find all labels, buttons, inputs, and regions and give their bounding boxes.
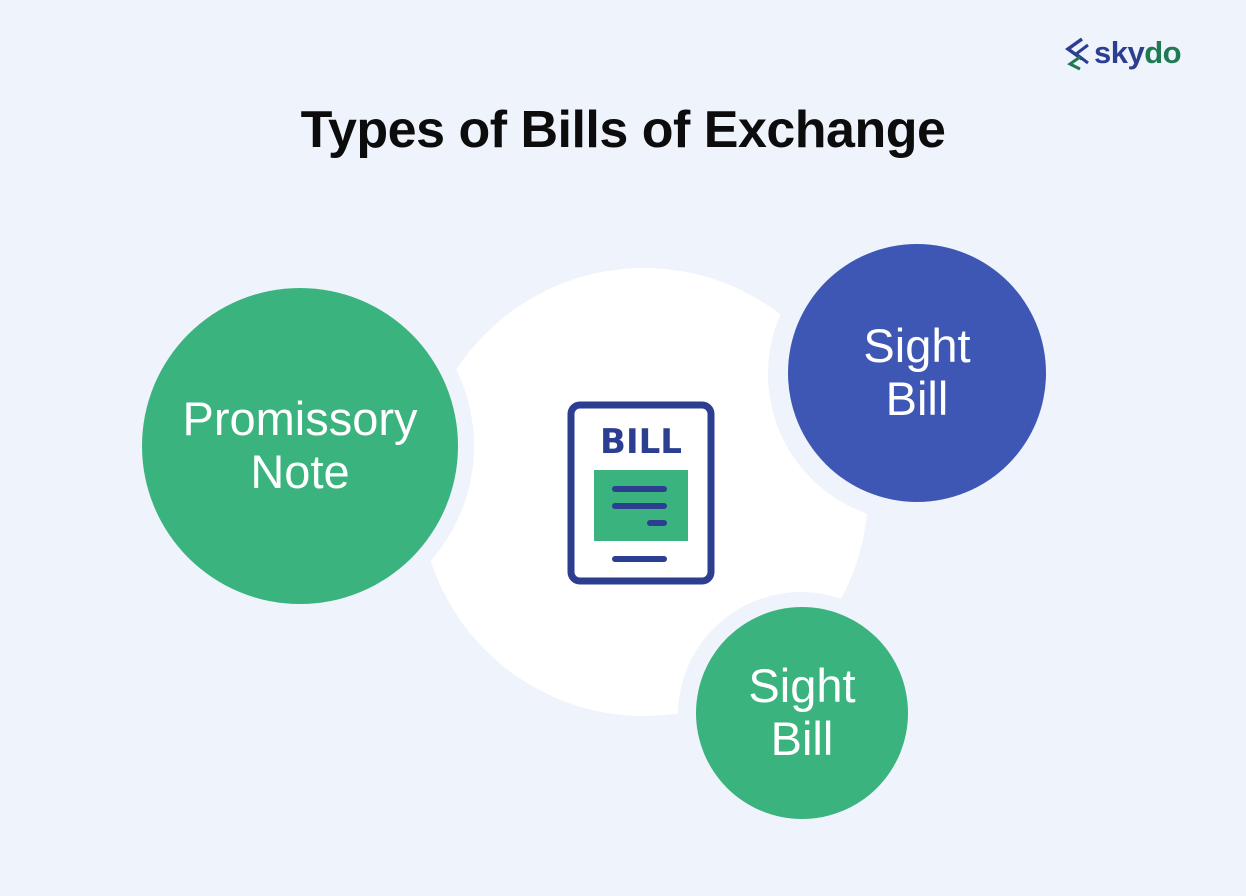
node-sight-bill-green: Sight Bill	[696, 607, 908, 819]
node-label-line2: Bill	[770, 712, 834, 765]
page-title: Types of Bills of Exchange	[300, 101, 946, 159]
node-label-line1: Promissory	[182, 392, 418, 446]
logo-wordmark: skydo	[1094, 34, 1182, 70]
node-label-line2: Note	[250, 445, 350, 498]
logo-text-sky: sky	[1094, 34, 1145, 70]
bill-document-icon: BILL	[567, 401, 715, 585]
node-label-line1: Sight	[748, 659, 856, 713]
skydo-logo: skydo	[1064, 34, 1182, 74]
bill-icon-label: BILL	[600, 422, 682, 462]
skydo-chevron-icon	[1064, 37, 1089, 71]
logo-text-do: do	[1144, 34, 1182, 70]
node-label-line2: Bill	[885, 372, 949, 425]
node-label-line1: Sight	[863, 319, 971, 373]
node-promissory-note: Promissory Note	[142, 288, 458, 604]
node-sight-bill-blue: Sight Bill	[788, 244, 1046, 502]
